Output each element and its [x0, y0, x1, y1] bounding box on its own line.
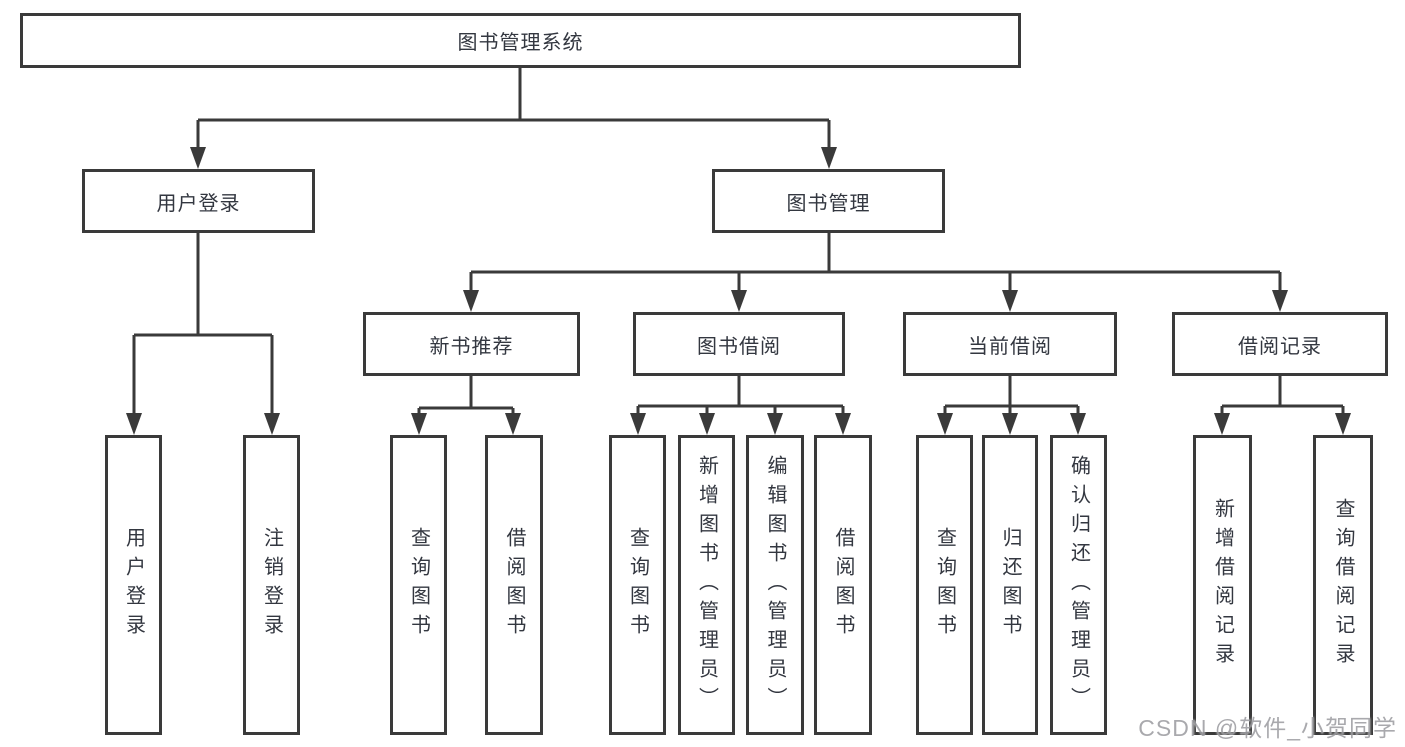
leaf-return-books: 归还图书: [982, 435, 1038, 735]
node-root-label: 图书管理系统: [457, 32, 584, 54]
node-user-login: 用户登录: [82, 169, 315, 233]
node-new-book-recommend: 新书推荐: [363, 312, 580, 376]
node-new-book-recommend-label: 新书推荐: [429, 335, 514, 358]
leaf-add-book-admin: 新增图书（管理员）: [678, 435, 735, 735]
leaf-add-borrow-record: 新增借阅记录: [1193, 435, 1252, 735]
node-user-login-label: 用户登录: [156, 192, 241, 215]
leaf-query-books-borrowing: 查询图书: [609, 435, 666, 735]
leaf-logout: 注销登录: [243, 435, 300, 735]
node-book-borrowing-label: 图书借阅: [697, 335, 781, 358]
watermark: CSDN @软件_小贺同学: [1138, 715, 1397, 741]
leaf-confirm-return-admin: 确认归还（管理员）: [1050, 435, 1107, 735]
node-borrow-records-label: 借阅记录: [1238, 335, 1322, 358]
leaf-query-books-current: 查询图书: [916, 435, 973, 735]
leaf-edit-book-admin: 编辑图书（管理员）: [746, 435, 804, 735]
leaf-query-books-recommend: 查询图书: [390, 435, 447, 735]
node-book-management: 图书管理: [712, 169, 945, 233]
leaf-borrow-books-recommend: 借阅图书: [485, 435, 543, 735]
node-book-management-label: 图书管理: [786, 192, 871, 215]
node-root: 图书管理系统: [20, 13, 1021, 68]
leaf-query-borrow-record: 查询借阅记录: [1313, 435, 1373, 735]
leaf-borrow-books-borrowing: 借阅图书: [814, 435, 872, 735]
node-book-borrowing: 图书借阅: [633, 312, 845, 376]
node-current-borrowing: 当前借阅: [903, 312, 1117, 376]
node-borrow-records: 借阅记录: [1172, 312, 1388, 376]
leaf-user-login: 用户登录: [105, 435, 162, 735]
node-current-borrowing-label: 当前借阅: [968, 335, 1052, 358]
